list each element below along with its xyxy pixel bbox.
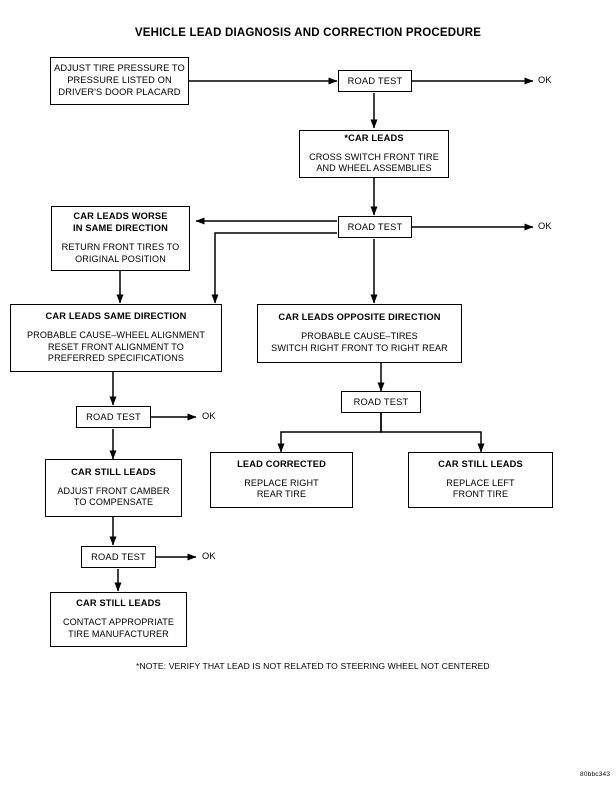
node-car-still-leads-contact-manufacturer: CAR STILL LEADS CONTACT APPROPRIATE TIRE… <box>50 592 187 647</box>
node-lead-corrected: LEAD CORRECTED REPLACE RIGHT REAR TIRE <box>210 452 353 508</box>
edge-roadtest5-to-leadcorrected <box>277 413 382 453</box>
node-line: FRONT TIRE <box>452 489 509 500</box>
node-road-test-4: ROAD TEST <box>81 546 156 568</box>
node-car-leads: *CAR LEADS CROSS SWITCH FRONT TIRE AND W… <box>299 130 449 178</box>
node-line: PREFERRED SPECIFICATIONS <box>47 353 185 364</box>
node-line: ADJUST FRONT CAMBER <box>57 485 170 496</box>
node-heading: CAR STILL LEADS <box>438 458 523 469</box>
node-car-leads-worse: CAR LEADS WORSE IN SAME DIRECTION RETURN… <box>51 206 190 271</box>
node-heading: CAR STILL LEADS <box>71 466 156 477</box>
node-line: ORIGINAL POSITION <box>75 253 166 264</box>
node-line: SWITCH RIGHT FRONT TO RIGHT REAR <box>271 342 448 353</box>
footnote-note: *NOTE: VERIFY THAT LEAD IS NOT RELATED T… <box>136 661 490 671</box>
outcome-ok-3: OK <box>202 411 216 421</box>
node-line: RETURN FRONT TIRES TO <box>61 242 180 253</box>
node-line: ADJUST TIRE PRESSURE TO <box>54 63 185 74</box>
node-car-leads-same-direction: CAR LEADS SAME DIRECTION PROBABLE CAUSE–… <box>10 304 222 372</box>
node-road-test-3: ROAD TEST <box>76 406 151 428</box>
node-line: CROSS SWITCH FRONT TIRE <box>309 151 439 162</box>
outcome-ok-4: OK <box>202 551 216 561</box>
node-car-leads-opposite-direction: CAR LEADS OPPOSITE DIRECTION PROBABLE CA… <box>257 304 462 363</box>
node-car-still-leads-adjust-camber: CAR STILL LEADS ADJUST FRONT CAMBER TO C… <box>45 459 182 517</box>
node-car-still-leads-replace-left-front: CAR STILL LEADS REPLACE LEFT FRONT TIRE <box>408 452 553 508</box>
node-road-test-5: ROAD TEST <box>341 391 421 413</box>
node-line: TIRE MANUFACTURER <box>68 628 169 639</box>
node-line: REPLACE LEFT <box>446 477 515 488</box>
node-heading: CAR LEADS WORSE <box>73 211 168 222</box>
node-road-test-1: ROAD TEST <box>338 70 412 92</box>
node-line: REPLACE RIGHT <box>244 477 319 488</box>
node-line: AND WHEEL ASSEMBLIES <box>316 163 432 174</box>
outcome-ok-2: OK <box>538 221 552 231</box>
node-line: DRIVER'S DOOR PLACARD <box>58 86 181 97</box>
node-heading: CAR LEADS SAME DIRECTION <box>45 311 187 322</box>
page-title: VEHICLE LEAD DIAGNOSIS AND CORRECTION PR… <box>134 27 482 39</box>
node-line: PROBABLE CAUSE–TIRES <box>301 331 418 342</box>
node-heading: CAR LEADS OPPOSITE DIRECTION <box>278 312 441 323</box>
node-heading: IN SAME DIRECTION <box>72 223 168 234</box>
node-adjust-tire-pressure: ADJUST TIRE PRESSURE TO PRESSURE LISTED … <box>50 57 189 105</box>
edge-roadtest5-to-stillleads-right <box>380 413 485 453</box>
node-line: CONTACT APPROPRIATE <box>62 617 175 628</box>
outcome-ok-1: OK <box>538 75 552 85</box>
node-line: PROBABLE CAUSE–WHEEL ALIGNMENT <box>26 330 206 340</box>
node-road-test-2: ROAD TEST <box>338 216 412 238</box>
node-line: RESET FRONT ALIGNMENT TO <box>48 341 184 352</box>
node-line: PRESSURE LISTED ON <box>67 75 172 86</box>
node-heading: CAR STILL LEADS <box>76 598 161 609</box>
document-code: 80bbc343 <box>580 771 611 778</box>
edge-roadtest2-to-leadssame-right <box>211 232 337 304</box>
node-heading: LEAD CORRECTED <box>237 458 326 469</box>
node-line: TO COMPENSATE <box>73 497 154 508</box>
node-line: REAR TIRE <box>256 489 307 500</box>
node-heading: *CAR LEADS <box>344 132 404 143</box>
